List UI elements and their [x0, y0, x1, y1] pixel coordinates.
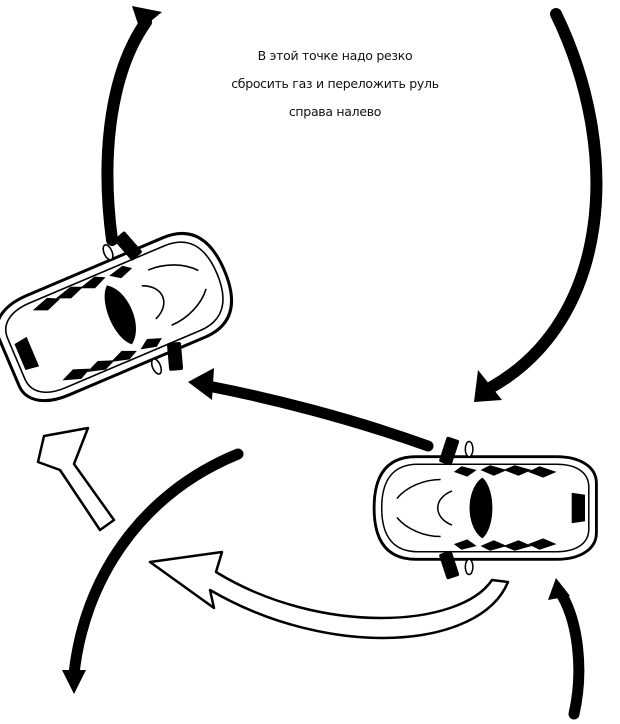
arrow-right-to-left: [202, 380, 434, 452]
arrow-head: [548, 578, 570, 600]
arc-arrow-bottom-left: [68, 448, 244, 680]
arrow-bottom-right-up: [554, 586, 585, 720]
caption-line-1: В этой точке надо резко: [257, 48, 413, 63]
arrow-head: [474, 370, 502, 402]
caption-line-3: справа налево: [288, 104, 382, 119]
car-left: [0, 199, 256, 433]
arrow-head: [132, 6, 162, 30]
arrow-head: [62, 670, 86, 694]
car-right: [372, 434, 598, 582]
arc-arrow-top-left: [101, 16, 152, 246]
arrow-head: [188, 368, 214, 400]
maneuver-caption: В этой точке надо резко сбросить газ и п…: [230, 42, 440, 126]
arc-arrow-right: [484, 8, 603, 394]
caption-line-2: сбросить газ и переложить руль: [231, 76, 439, 91]
hollow-arrow-up-left: [36, 426, 116, 532]
hollow-curved-arrow: [148, 550, 510, 640]
